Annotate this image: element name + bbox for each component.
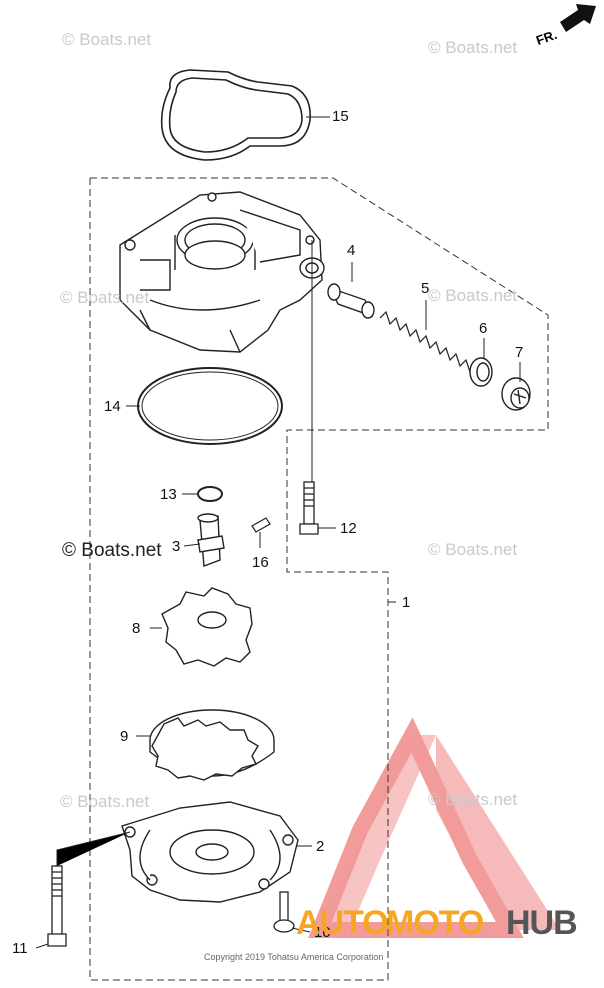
watermark-text: © Boats.net: [428, 38, 518, 57]
part-7-plug: [501, 377, 531, 411]
watermark-dark-text: © Boats.net: [62, 540, 162, 561]
callout-10: 10: [314, 924, 331, 941]
callout-7: 7: [515, 344, 524, 361]
logo-text-moto: MOTO: [386, 904, 484, 942]
part-5-spring: [379, 310, 477, 374]
watermark-text: © Boats.net: [60, 288, 150, 307]
assembly-outline: [89, 177, 549, 981]
part-15-gasket: [160, 69, 311, 161]
callout-11: 11: [12, 940, 28, 957]
callout-3: 3: [172, 538, 181, 555]
callout-2: 2: [316, 838, 325, 855]
watermark-text: © Boats.net: [428, 790, 518, 809]
part-4-valve: [327, 283, 375, 319]
part-10-screw: [273, 891, 295, 933]
callout-8: 8: [132, 620, 141, 637]
part-6-washer: [469, 357, 493, 387]
pump-housing: [119, 191, 325, 353]
watermark-text: © Boats.net: [60, 792, 150, 811]
part-14-o-ring: [137, 367, 283, 445]
callout-13: 13: [160, 486, 177, 503]
part-8-inner-rotor: [161, 587, 253, 667]
part-3-shaft: [197, 513, 225, 567]
leader-lines: [35, 116, 521, 949]
part-13-o-ring: [197, 486, 223, 502]
callout-15: 15: [332, 108, 349, 125]
copyright-text: Copyright 2019 Tohatsu America Corporati…: [204, 952, 384, 962]
callout-12: 12: [340, 520, 357, 537]
front-arrow-icon: [560, 4, 596, 32]
part-11-bolt: [47, 865, 67, 947]
part-12-bolt: [299, 481, 319, 535]
logo-text-hub: HUB: [506, 904, 578, 942]
watermark-text: © Boats.net: [62, 30, 152, 49]
callout-5: 5: [421, 280, 430, 297]
logo-text-auto: AUTO: [296, 904, 389, 942]
part-16-pin: [251, 517, 271, 533]
watermark-text: © Boats.net: [428, 540, 518, 559]
part-9-outer-rotor: [149, 709, 275, 781]
callout-9: 9: [120, 728, 129, 745]
callout-1: 1: [402, 594, 411, 611]
callout-6: 6: [479, 320, 488, 337]
callout-16: 16: [252, 554, 269, 571]
callout-14: 14: [104, 398, 121, 415]
watermark-text: © Boats.net: [428, 286, 518, 305]
callout-4: 4: [347, 242, 356, 259]
part-2-cover: [121, 801, 299, 903]
logo-mark: [308, 717, 560, 938]
